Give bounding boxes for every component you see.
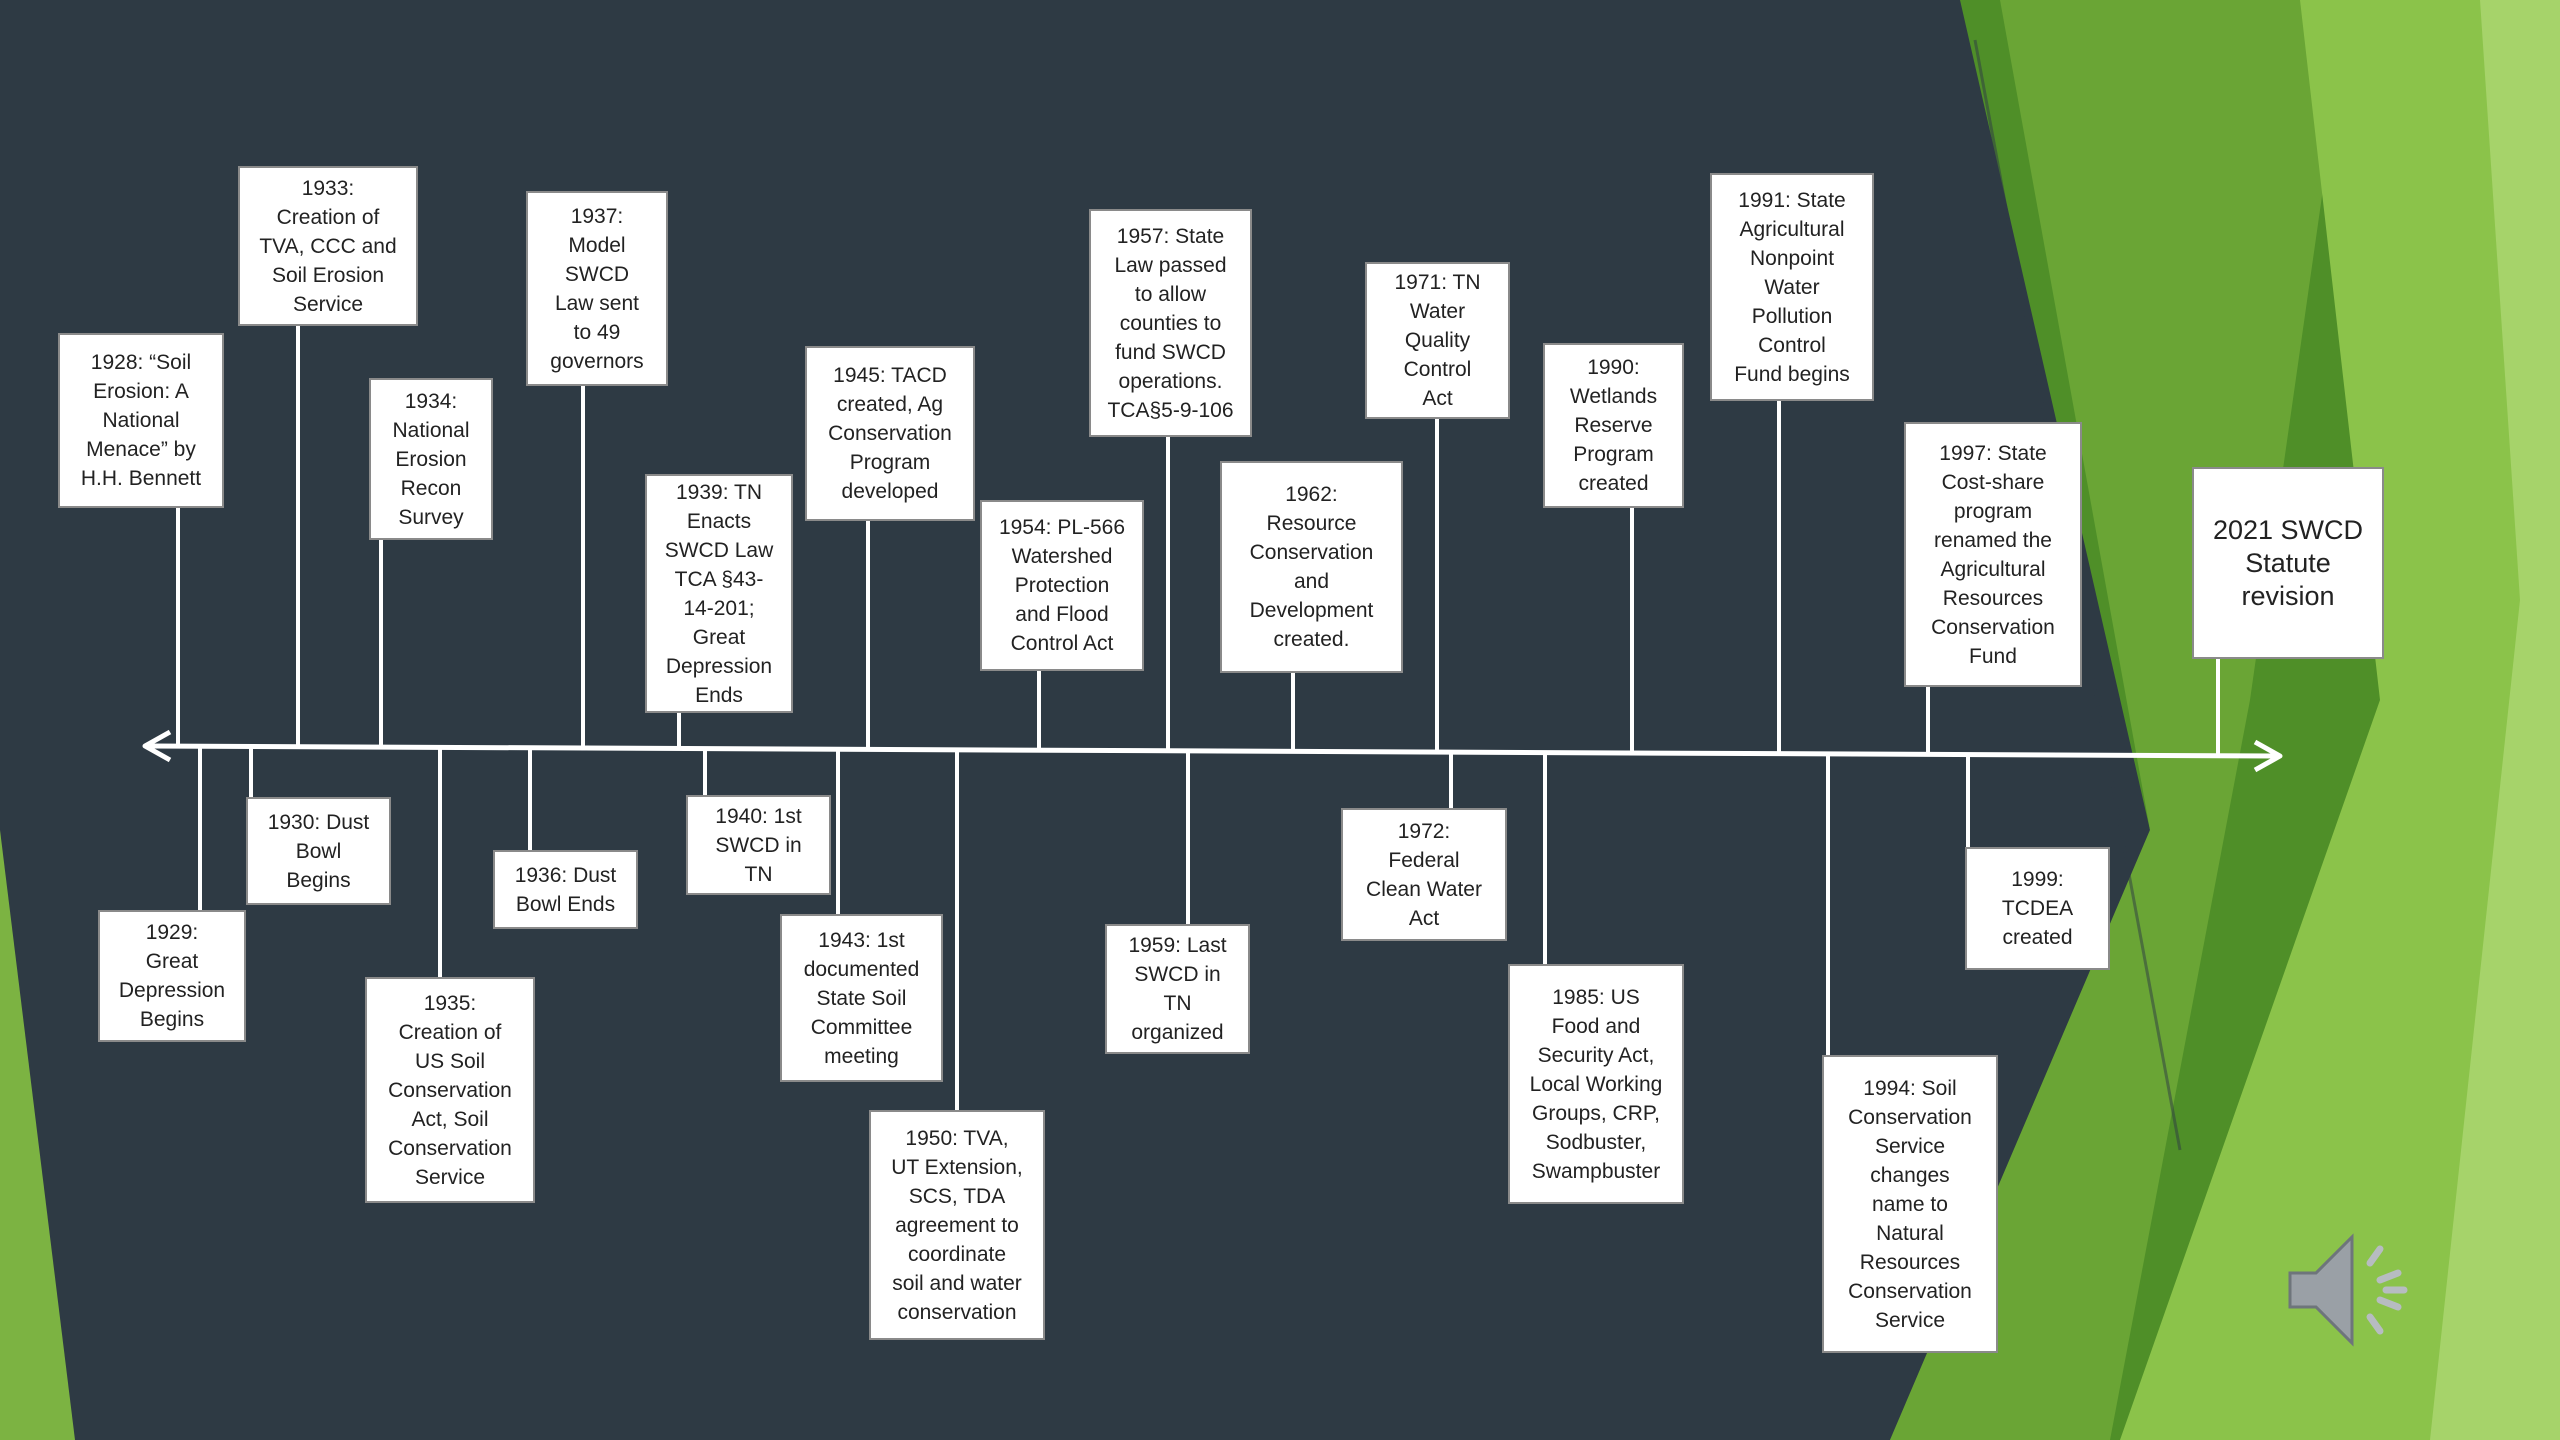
- event-1933: 1933: Creation of TVA, CCC and Soil Eros…: [238, 166, 418, 326]
- event-1929: 1929: Great Depression Begins: [98, 910, 246, 1042]
- event-1928: 1928: “Soil Erosion: A National Menace” …: [58, 333, 224, 508]
- event-1957: 1957: State Law passed to allow counties…: [1089, 209, 1252, 437]
- green-shape-left: [0, 830, 75, 1440]
- event-1971: 1971: TN Water Quality Control Act: [1365, 262, 1510, 419]
- event-1954: 1954: PL-566 Watershed Protection and Fl…: [980, 500, 1144, 671]
- event-1945: 1945: TACD created, Ag Conservation Prog…: [805, 346, 975, 521]
- green-shape-right-light: [2120, 0, 2560, 1440]
- speaker-icon[interactable]: [2280, 1225, 2420, 1355]
- event-2021: 2021 SWCD Statute revision: [2192, 467, 2384, 659]
- event-1991: 1991: State Agricultural Nonpoint Water …: [1710, 173, 1874, 401]
- event-1972: 1972: Federal Clean Water Act: [1341, 808, 1507, 941]
- axis-arrow-right: [2253, 739, 2283, 773]
- green-shape-right-highlight: [2430, 0, 2560, 1440]
- axis-arrow-left: [142, 729, 172, 763]
- event-1940: 1940: 1st SWCD in TN: [686, 795, 831, 895]
- event-1950: 1950: TVA, UT Extension, SCS, TDA agreem…: [869, 1110, 1045, 1340]
- event-1999: 1999: TCDEA created: [1965, 847, 2110, 970]
- green-shape-right-mid: [1890, 0, 2350, 1440]
- timeline-axis: [149, 743, 2276, 759]
- event-1959: 1959: Last SWCD in TN organized: [1105, 924, 1250, 1054]
- event-1943: 1943: 1st documented State Soil Committe…: [780, 914, 943, 1082]
- event-1994: 1994: Soil Conservation Service changes …: [1822, 1055, 1998, 1353]
- event-1937: 1937: Model SWCD Law sent to 49 governor…: [526, 191, 668, 386]
- event-1997: 1997: State Cost-share program renamed t…: [1904, 422, 2082, 687]
- event-1962: 1962: Resource Conservation and Developm…: [1220, 461, 1403, 673]
- event-1930: 1930: Dust Bowl Begins: [246, 797, 391, 905]
- event-1990: 1990: Wetlands Reserve Program created: [1543, 343, 1684, 508]
- event-1985: 1985: US Food and Security Act, Local Wo…: [1508, 964, 1684, 1204]
- event-1936: 1936: Dust Bowl Ends: [493, 850, 638, 929]
- event-1934: 1934: National Erosion Recon Survey: [369, 378, 493, 540]
- event-1935: 1935: Creation of US Soil Conservation A…: [365, 977, 535, 1203]
- event-1939: 1939: TN Enacts SWCD Law TCA §43- 14-201…: [645, 474, 793, 713]
